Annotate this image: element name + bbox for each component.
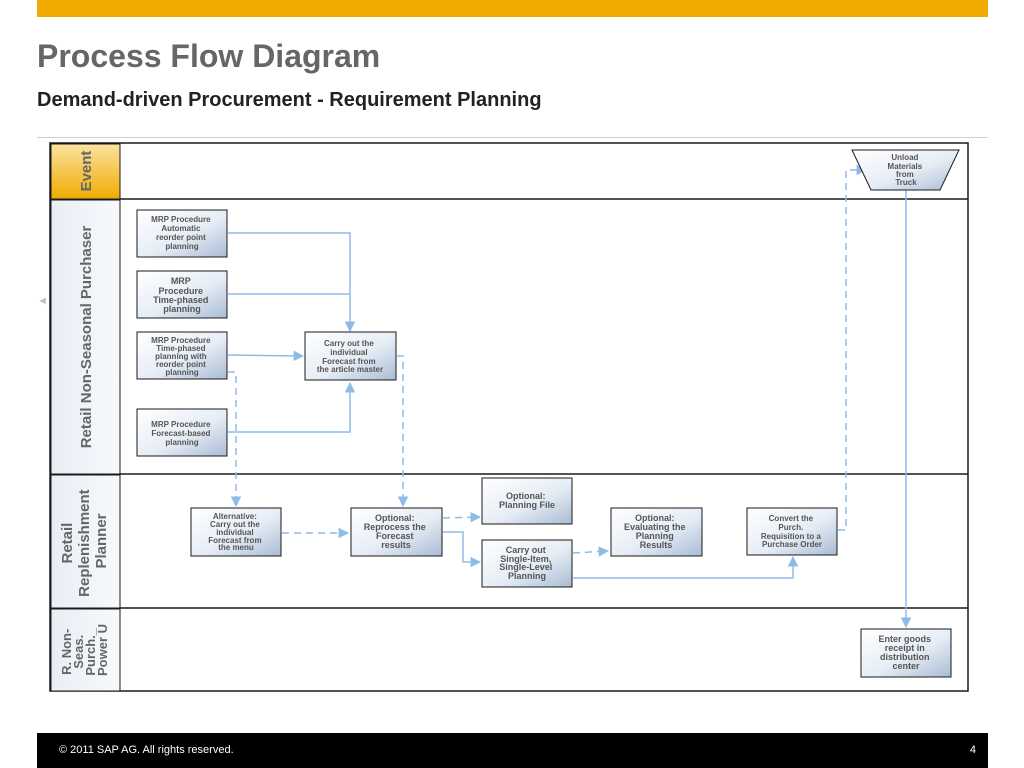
page-number: 4 (969, 744, 976, 756)
svg-text:Carry out Single-Item,: Carry out Single-Item, Single-Level Plan… (499, 545, 555, 581)
connector-reprocess-to-single-item (443, 531, 482, 568)
svg-text:Enter goods receipt in: Enter goods receipt in distribution cent… (878, 634, 933, 671)
step-planning-file[interactable]: Optional: Planning File (481, 477, 573, 525)
svg-text:Optional: Planning File: Optional: Planning File (499, 491, 555, 510)
previous-slide-arrow-icon[interactable]: ◄ (37, 295, 48, 307)
step-mrp-automatic-reorder[interactable]: MRP Procedure Automatic reorder point pl… (136, 209, 228, 258)
lane-label-planner: Retail Replenishment Planner (59, 485, 110, 597)
lane-power-user: R. Non- Seas. Purch._ Power U (50, 608, 121, 692)
swimlane-frame (49, 142, 969, 692)
svg-text:MRP Procedure Time-phase: MRP Procedure Time-phased planning with … (151, 336, 213, 377)
copyright-text: © 2011 SAP AG. All rights reserved. (59, 744, 234, 756)
step-reprocess-forecast-results[interactable]: Optional: Reprocess the Forecast results (350, 507, 443, 557)
page-title: Process Flow Diagram (37, 38, 381, 74)
connector-convert-to-unload (838, 164, 868, 531)
step-mrp-forecast-based[interactable]: MRP Procedure Forecast-based planning (136, 408, 228, 457)
connectors (227, 164, 912, 629)
svg-text:Optional: Reprocess the: Optional: Reprocess the Forecast results (364, 513, 429, 550)
lane-label-power-user: R. Non- Seas. Purch._ Power U (59, 624, 110, 676)
step-enter-goods-receipt[interactable]: Enter goods receipt in distribution cent… (860, 628, 952, 678)
svg-text:Alternative: Carry out t: Alternative: Carry out the individual Fo… (208, 512, 264, 552)
svg-text:Carry out the individual: Carry out the individual Forecast from t… (317, 339, 383, 374)
svg-text:MRP Procedure Automatic: MRP Procedure Automatic reorder point pl… (151, 215, 213, 251)
step-convert-purchase-requisition[interactable]: Convert the Purch. Requisition to a Purc… (746, 507, 838, 556)
page-subtitle: Demand-driven Procurement - Requirement … (37, 89, 542, 111)
connector-reprocess-to-planning-file (442, 512, 482, 523)
step-single-item-planning[interactable]: Carry out Single-Item, Single-Level Plan… (481, 539, 573, 588)
event-unload-materials[interactable]: Unload Materials from Truck (851, 149, 960, 191)
connector-mrp-reorder-to-forecast (227, 350, 305, 362)
step-alternative-forecast-menu[interactable]: Alternative: Carry out the individual Fo… (190, 507, 282, 557)
svg-text:Convert the Purch.: Convert the Purch. Requisition to a Purc… (761, 514, 823, 549)
lane-retail-non-seasonal-purchaser: Retail Non-Seasonal Purchaser (50, 199, 121, 475)
svg-text:Unload Materials f: Unload Materials from Truck (888, 153, 925, 187)
step-mrp-time-phased[interactable]: MRP Procedure Time-phased planning (136, 270, 228, 319)
connector-mrp-forecast-to-forecast (228, 381, 356, 433)
accent-top-bar (37, 0, 988, 17)
step-forecast-article-master[interactable]: Carry out the individual Forecast from t… (304, 331, 397, 381)
svg-text:MRP Procedure Time: MRP Procedure Time-phased planning (153, 276, 211, 314)
step-mrp-time-phased-reorder[interactable]: MRP Procedure Time-phased planning with … (136, 331, 228, 380)
connector-single-item-to-convert (573, 555, 799, 579)
connector-single-item-to-evaluate (572, 546, 610, 557)
lane-label-purchaser: Retail Non-Seasonal Purchaser (78, 226, 95, 449)
connector-reorder-to-alternative (228, 371, 242, 508)
connector-forecast-to-reprocess (397, 355, 409, 508)
step-evaluate-planning-results[interactable]: Optional: Evaluating the Planning Result… (610, 507, 703, 557)
header-divider (37, 137, 988, 138)
connector-mrp-auto-to-forecast (228, 232, 356, 333)
svg-text:MRP Procedure Forecast-b: MRP Procedure Forecast-based planning (151, 420, 213, 447)
lane-event: Event (50, 143, 121, 200)
svg-text:Optional: Evaluating the: Optional: Evaluating the Planning Result… (624, 513, 688, 550)
lane-label-event: Event (78, 151, 95, 192)
lane-retail-replenishment-planner: Retail Replenishment Planner (50, 474, 121, 609)
footer-bar: © 2011 SAP AG. All rights reserved. 4 (37, 733, 988, 768)
